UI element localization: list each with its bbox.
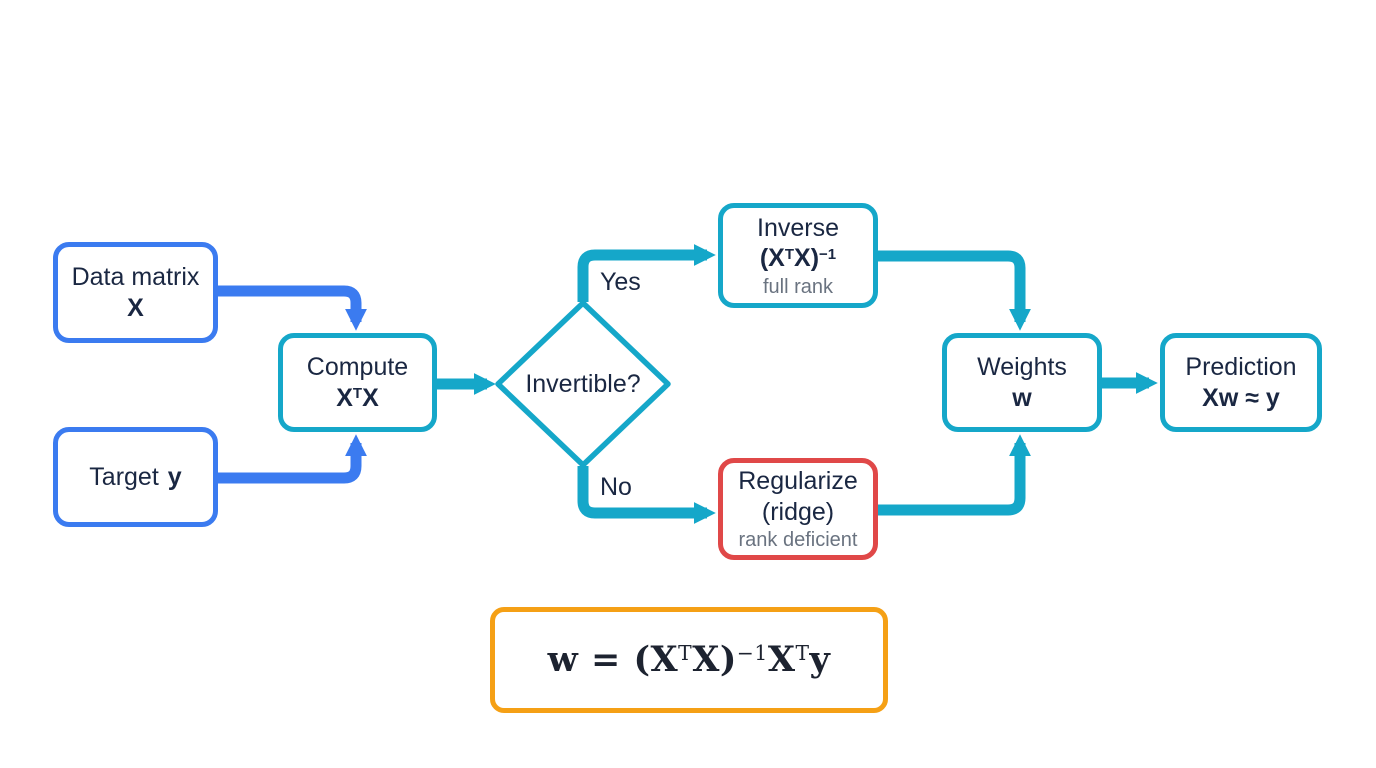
node-weights-symbol: w — [1012, 383, 1032, 412]
node-target-title: Target — [89, 462, 159, 491]
node-regularize: Regularize (ridge) rank deficient — [718, 458, 878, 560]
node-regularize-title: Regularize — [738, 467, 858, 495]
node-inverse-formula: (XTX)−1 — [759, 244, 837, 272]
edge-decision-no-to-regularize — [577, 466, 716, 524]
node-prediction-title: Prediction — [1185, 353, 1297, 381]
node-inverse-note: full rank — [762, 275, 834, 298]
node-regularize-note: rank deficient — [738, 529, 858, 551]
node-weights-title: Weights — [977, 353, 1067, 381]
edge-regularize-to-weights — [878, 434, 1031, 516]
node-target-symbol: y — [167, 462, 182, 491]
node-compute: Compute XTX — [278, 333, 437, 432]
edge-target-to-compute — [218, 434, 367, 484]
node-compute-title: Compute — [306, 353, 409, 381]
edge-label-yes: Yes — [600, 268, 641, 296]
node-target: Target y — [53, 427, 218, 527]
node-data-matrix: Data matrix X — [53, 242, 218, 343]
node-data-matrix-title: Data matrix — [71, 263, 200, 291]
edge-data-matrix-to-compute — [218, 285, 367, 331]
node-prediction: Prediction Xw ≈ y — [1160, 333, 1322, 432]
node-weights: Weights w — [942, 333, 1102, 432]
decision-diamond — [495, 300, 671, 468]
node-inverse: Inverse (XTX)−1 full rank — [718, 203, 878, 308]
node-regularize-subtitle: (ridge) — [761, 497, 835, 526]
node-data-matrix-symbol: X — [127, 293, 144, 322]
node-inverse-title: Inverse — [757, 213, 839, 242]
edge-decision-yes-to-inverse — [577, 244, 716, 302]
node-compute-formula: XTX — [336, 383, 379, 412]
edge-label-no: No — [600, 473, 632, 501]
edge-inverse-to-weights — [878, 250, 1031, 331]
decision-label: Invertible? — [525, 369, 641, 398]
node-prediction-symbol: Xw ≈ y — [1202, 383, 1280, 412]
